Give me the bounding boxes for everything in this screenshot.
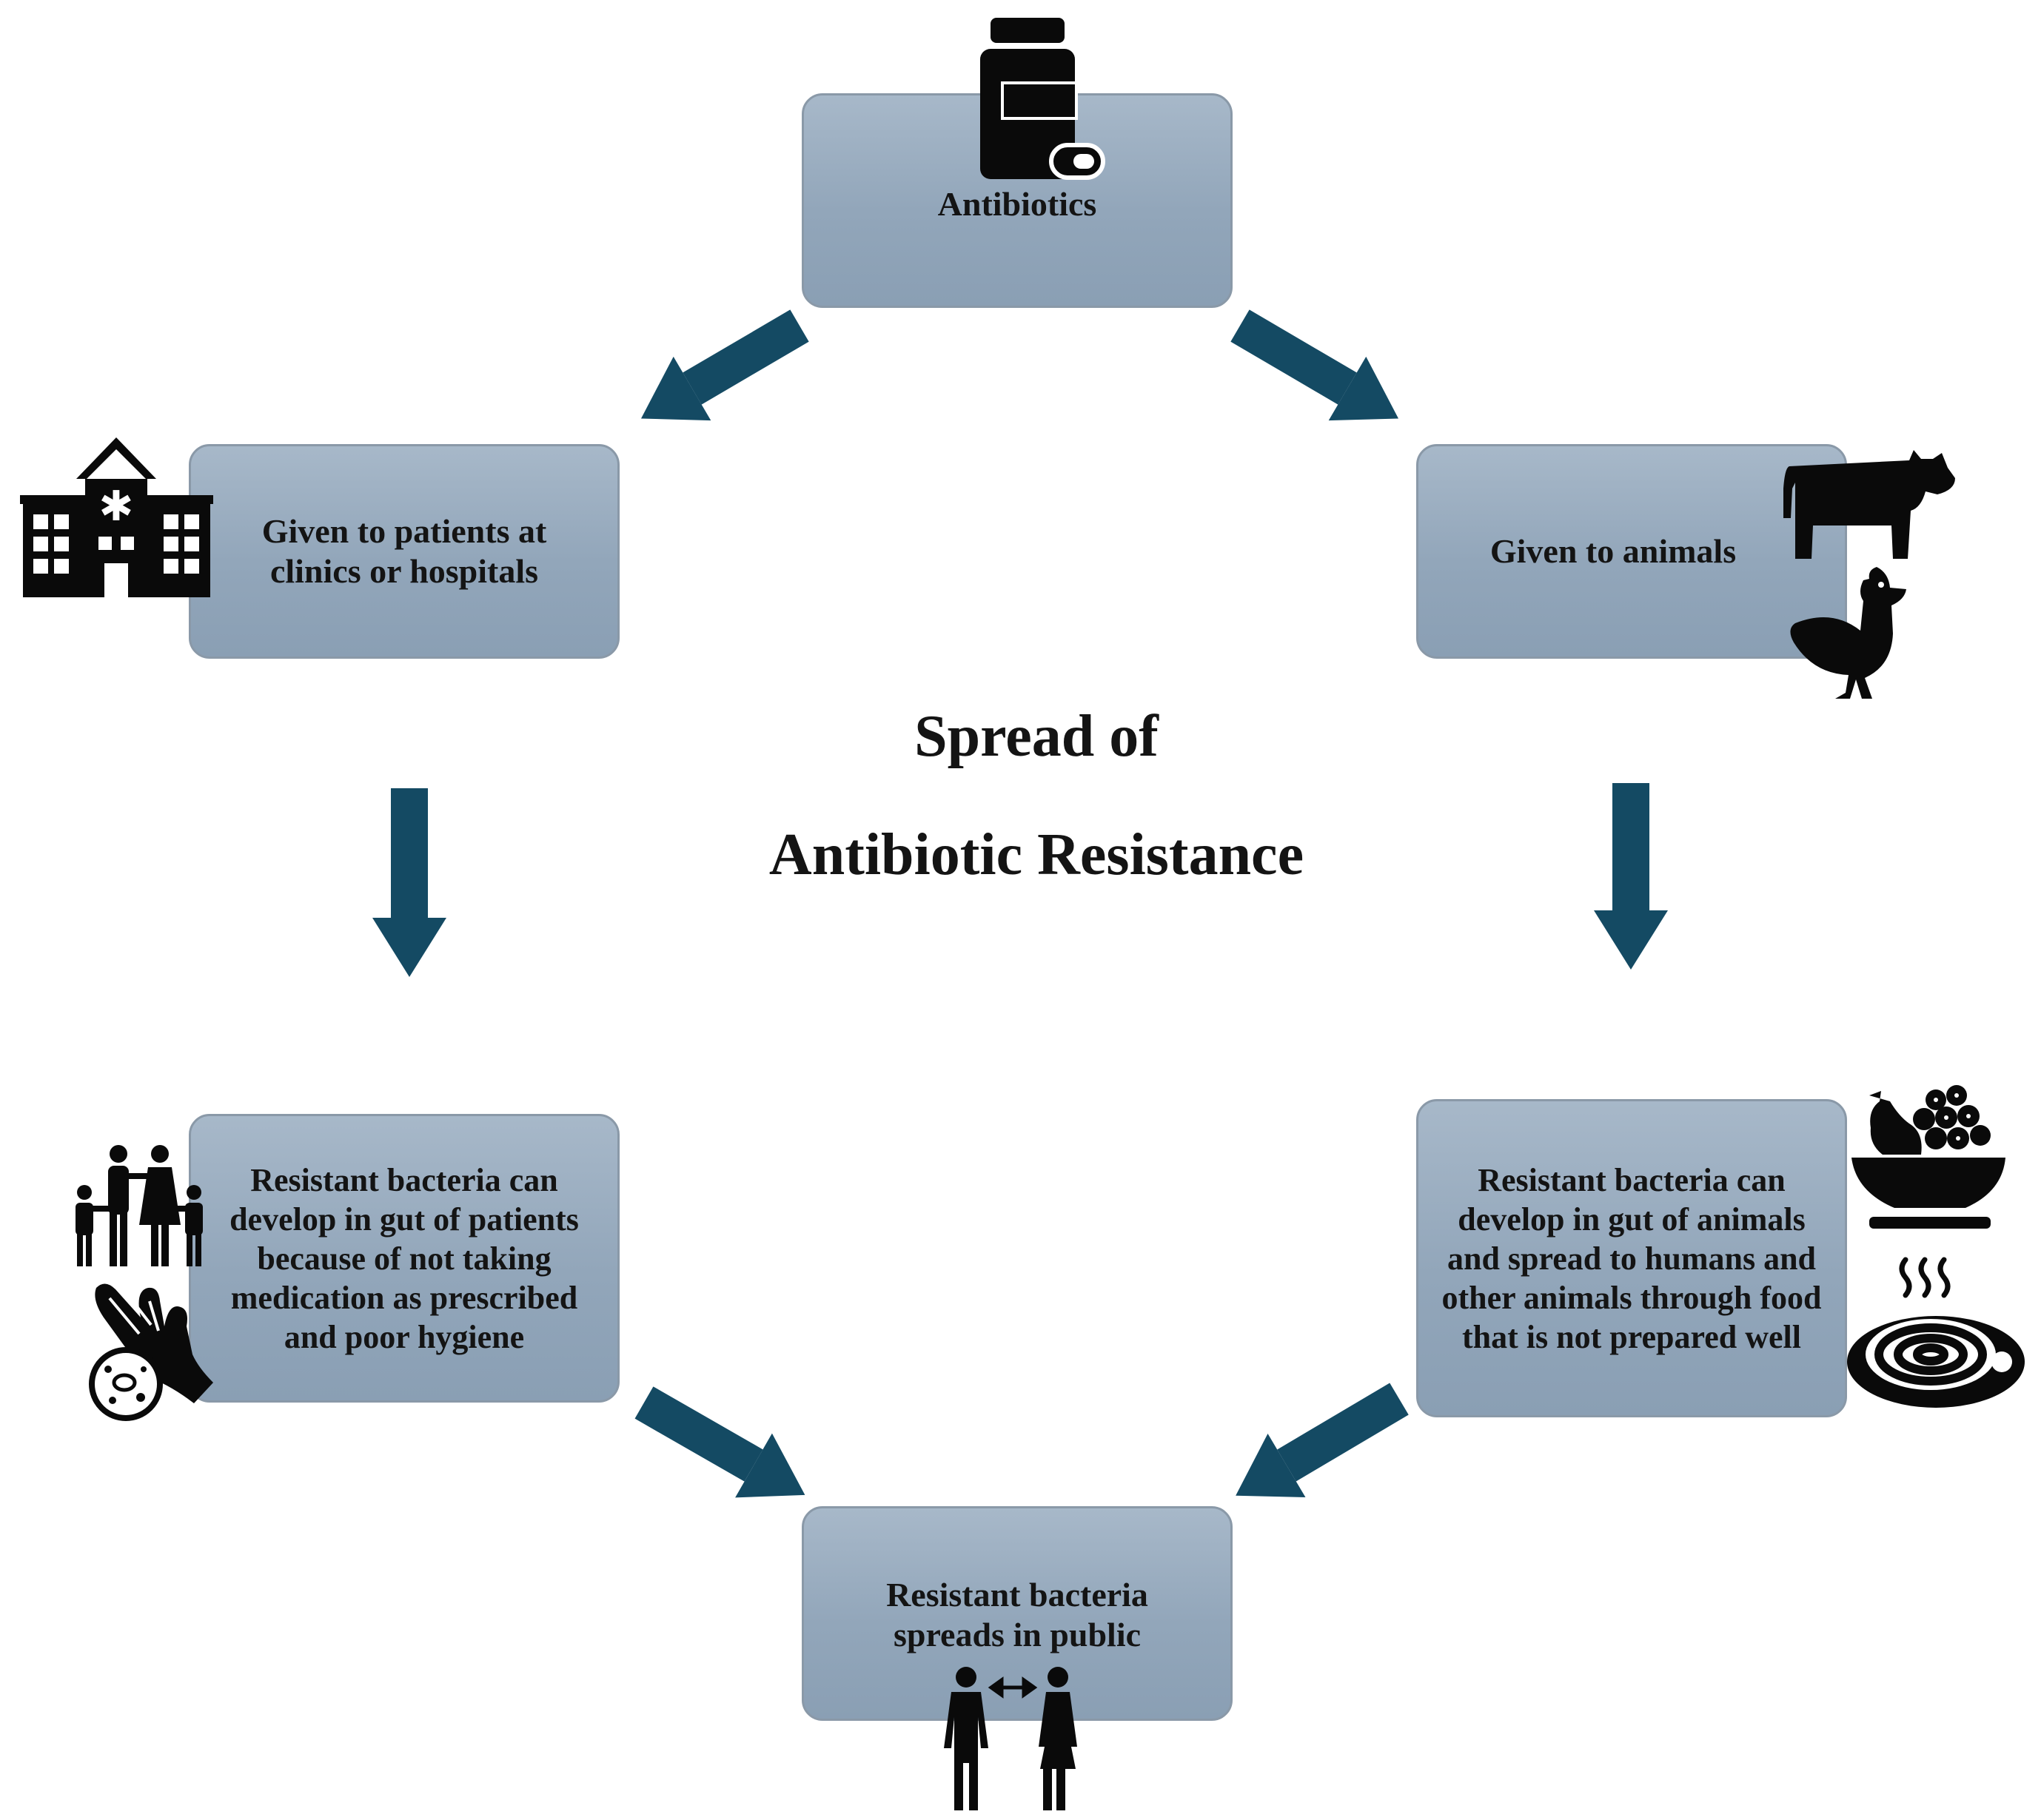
node-patients-label: Given to patients at clinics or hospital… <box>261 512 547 590</box>
arrow-antibiotics-to-animals <box>1230 309 1399 421</box>
node-public-label: Resistant bacteria spreads in public <box>886 1576 1148 1653</box>
hospital-icon: ✱ <box>20 437 213 597</box>
node-gut-animals: Resistant bacteria can develop in gut of… <box>1416 1099 1847 1417</box>
node-animals: Given to animals <box>1416 444 1847 659</box>
svg-text:✱: ✱ <box>99 483 134 531</box>
family-icon <box>76 1145 203 1266</box>
node-gut-animals-label: Resistant bacteria can develop in gut of… <box>1441 1161 1822 1355</box>
node-gut-patients: Resistant bacteria can develop in gut of… <box>189 1114 620 1403</box>
arrow-gut-animals-to-public <box>1236 1383 1409 1498</box>
node-public: Resistant bacteria spreads in public <box>802 1506 1233 1721</box>
node-antibiotics-label: Antibiotics <box>937 185 1097 223</box>
cow-icon <box>1783 450 1955 559</box>
node-gut-patients-label: Resistant bacteria can develop in gut of… <box>229 1161 579 1355</box>
chicken-icon <box>1790 567 1906 699</box>
arrow-gut-patients-to-public <box>634 1386 805 1498</box>
node-animals-label: Given to animals <box>1489 532 1737 570</box>
diagram-title-line-1: Spread of <box>914 704 1159 769</box>
dirty-hands-bacteria-icon <box>89 1283 213 1421</box>
node-antibiotics: Antibiotics <box>802 93 1233 308</box>
fruit-bowl-icon <box>1851 1085 2005 1229</box>
diagram-title-line-2: Antibiotic Resistance <box>768 822 1304 887</box>
medicine-bottle-pill-icon <box>980 18 1105 180</box>
node-patients: Given to patients at clinics or hospital… <box>189 444 620 659</box>
hot-food-plate-icon <box>1847 1257 2025 1408</box>
two-people-exchange-icon <box>944 1667 1077 1810</box>
arrow-antibiotics-to-patients <box>640 309 809 421</box>
